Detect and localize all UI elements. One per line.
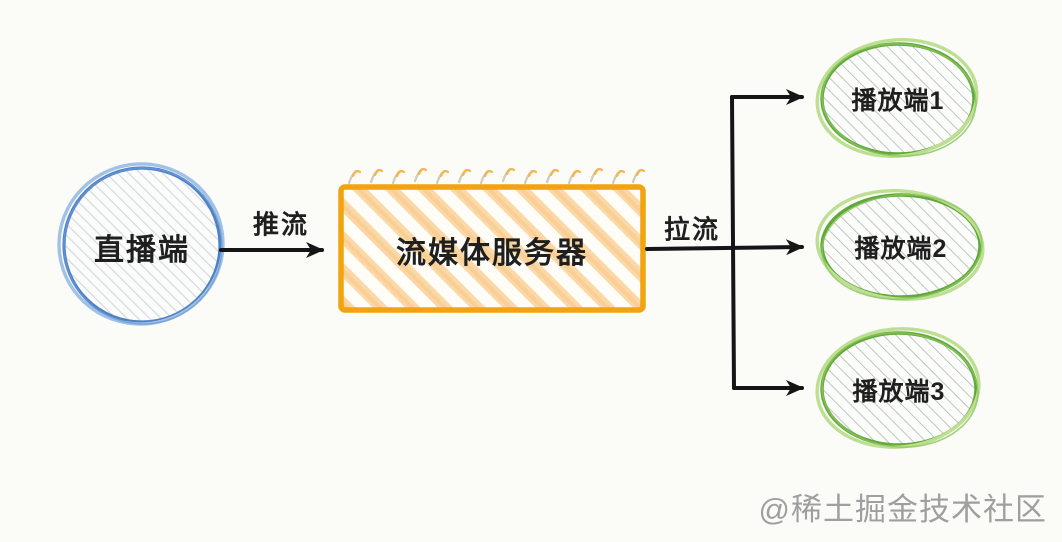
server-node-shape bbox=[338, 167, 646, 313]
player2-node-label: 播放端2 bbox=[854, 235, 948, 263]
pull-branch-vertical-line bbox=[730, 95, 736, 390]
player1-node-shape bbox=[815, 38, 979, 158]
pull-arrow-label: 拉流 bbox=[663, 214, 721, 245]
pull-arrow-main bbox=[645, 239, 804, 256]
push-arrow-label: 推流 bbox=[252, 209, 310, 240]
player2-node-shape bbox=[815, 189, 985, 301]
player1-node-label: 播放端1 bbox=[851, 87, 945, 115]
server-node-label: 流媒体服务器 bbox=[396, 237, 588, 270]
server-box-sketch-marks bbox=[347, 167, 646, 185]
watermark-text: @稀土掘金技术社区 bbox=[758, 492, 1047, 527]
live-node-label: 直播端 bbox=[94, 234, 190, 267]
player3-node-label: 播放端3 bbox=[852, 378, 946, 406]
player3-node-shape bbox=[815, 327, 981, 449]
live-node-shape bbox=[57, 162, 225, 326]
